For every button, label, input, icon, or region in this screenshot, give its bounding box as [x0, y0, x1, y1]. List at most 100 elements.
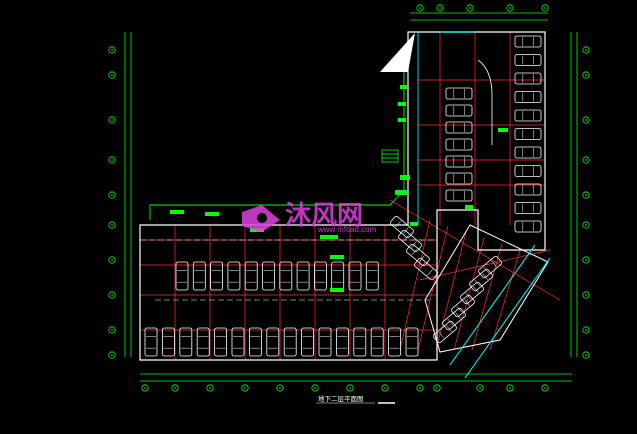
- axis-bubble-icon: [582, 46, 590, 54]
- axis-bubble-icon: [311, 384, 319, 392]
- axis-bubble-icon: [416, 384, 424, 392]
- car-icon: [210, 261, 224, 291]
- axis-bubble-icon: [206, 384, 214, 392]
- axis-bubble-icon: [582, 71, 590, 79]
- car-icon: [514, 91, 542, 103]
- axis-bubble-icon: [433, 384, 441, 392]
- car-icon: [460, 281, 484, 305]
- car-icon: [445, 87, 473, 100]
- car-icon: [348, 261, 362, 291]
- axis-bubble-icon: [108, 191, 116, 199]
- drawing-caption: 地下二层平面图: [318, 394, 364, 403]
- car-icon: [318, 327, 332, 357]
- car-icon: [390, 215, 414, 239]
- car-icon: [514, 72, 542, 85]
- axis-bubble-icon: [108, 291, 116, 299]
- logo-icon: [242, 205, 280, 232]
- grid-line: [471, 243, 503, 351]
- car-icon: [445, 155, 473, 168]
- car-icon: [244, 261, 258, 291]
- car-icon: [175, 261, 189, 291]
- car-icon: [214, 327, 228, 357]
- axis-bubble-icon: [476, 384, 484, 392]
- car-icon: [296, 261, 310, 291]
- axis-bubble-icon: [582, 351, 590, 359]
- car-icon: [231, 327, 245, 357]
- car-icon: [262, 261, 275, 291]
- car-icon: [370, 327, 384, 357]
- parking-stalls: [144, 35, 542, 357]
- car-icon: [469, 268, 493, 292]
- car-icon: [445, 172, 473, 185]
- grid-line: [453, 237, 485, 351]
- car-icon: [144, 327, 158, 357]
- car-icon: [478, 255, 502, 279]
- axis-bubble-icon: [582, 116, 590, 124]
- car-icon: [445, 121, 473, 134]
- car-icon: [514, 128, 542, 140]
- car-icon: [313, 261, 327, 291]
- car-icon: [451, 294, 475, 318]
- axis-bubble-icon: [541, 384, 549, 392]
- axis-bubble-icon: [381, 384, 389, 392]
- axis-bubble-icon: [241, 384, 249, 392]
- car-icon: [445, 138, 473, 151]
- axis-bubble-icon: [108, 326, 116, 334]
- car-icon: [192, 261, 206, 291]
- car-icon: [514, 165, 542, 177]
- car-icon: [514, 146, 542, 159]
- watermark-brand: 沐风网: [285, 200, 363, 230]
- car-icon: [301, 327, 315, 357]
- car-icon: [335, 327, 349, 357]
- car-icon: [405, 327, 419, 357]
- car-icon: [514, 220, 542, 233]
- grid-line: [417, 225, 449, 351]
- axis-bubble-icon: [346, 384, 354, 392]
- axis-bubble-icon: [141, 384, 149, 392]
- axis-bubble-icon: [582, 256, 590, 264]
- grid-line: [489, 249, 521, 351]
- stair-icon: [381, 149, 399, 163]
- axis-bubble-icon: [108, 116, 116, 124]
- car-icon: [514, 54, 542, 66]
- car-icon: [279, 261, 293, 291]
- axis-bubble-icon: [108, 221, 116, 229]
- car-icon: [514, 109, 542, 122]
- car-icon: [388, 327, 402, 357]
- car-icon: [248, 327, 262, 357]
- axis-bubble-icon: [276, 384, 284, 392]
- dimension-lines: [124, 12, 578, 382]
- car-icon: [227, 261, 241, 291]
- axis-bubble-icon: [108, 256, 116, 264]
- car-icon: [353, 327, 367, 357]
- axis-bubble-icon: [416, 4, 424, 12]
- axis-bubble-icon: [506, 384, 514, 392]
- building-outline: [139, 31, 546, 361]
- car-icon: [406, 243, 430, 267]
- axis-bubble-icon: [436, 4, 444, 12]
- diagonal-ramp-block: [424, 224, 551, 379]
- axis-bubble-icon: [466, 4, 474, 12]
- car-icon: [365, 261, 379, 291]
- car-icon: [196, 327, 210, 357]
- grid-line: [399, 219, 431, 351]
- axis-bubbles: [108, 4, 590, 392]
- axis-bubble-icon: [582, 191, 590, 199]
- watermark: 沐风网 www.mfcad.com: [242, 200, 377, 234]
- axis-bubble-icon: [582, 291, 590, 299]
- car-icon: [161, 327, 175, 357]
- axis-bubble-icon: [171, 384, 179, 392]
- axis-bubble-icon: [108, 46, 116, 54]
- car-icon: [414, 257, 438, 281]
- car-icon: [433, 320, 457, 344]
- axis-bubble-icon: [506, 4, 514, 12]
- watermark-url: www.mfcad.com: [317, 225, 377, 234]
- car-icon: [514, 183, 542, 196]
- axis-bubble-icon: [108, 156, 116, 164]
- north-wedge-icon: [380, 33, 415, 72]
- axis-bubble-icon: [541, 4, 549, 12]
- axis-bubble-icon: [582, 221, 590, 229]
- car-icon: [398, 229, 422, 253]
- car-icon: [442, 307, 466, 331]
